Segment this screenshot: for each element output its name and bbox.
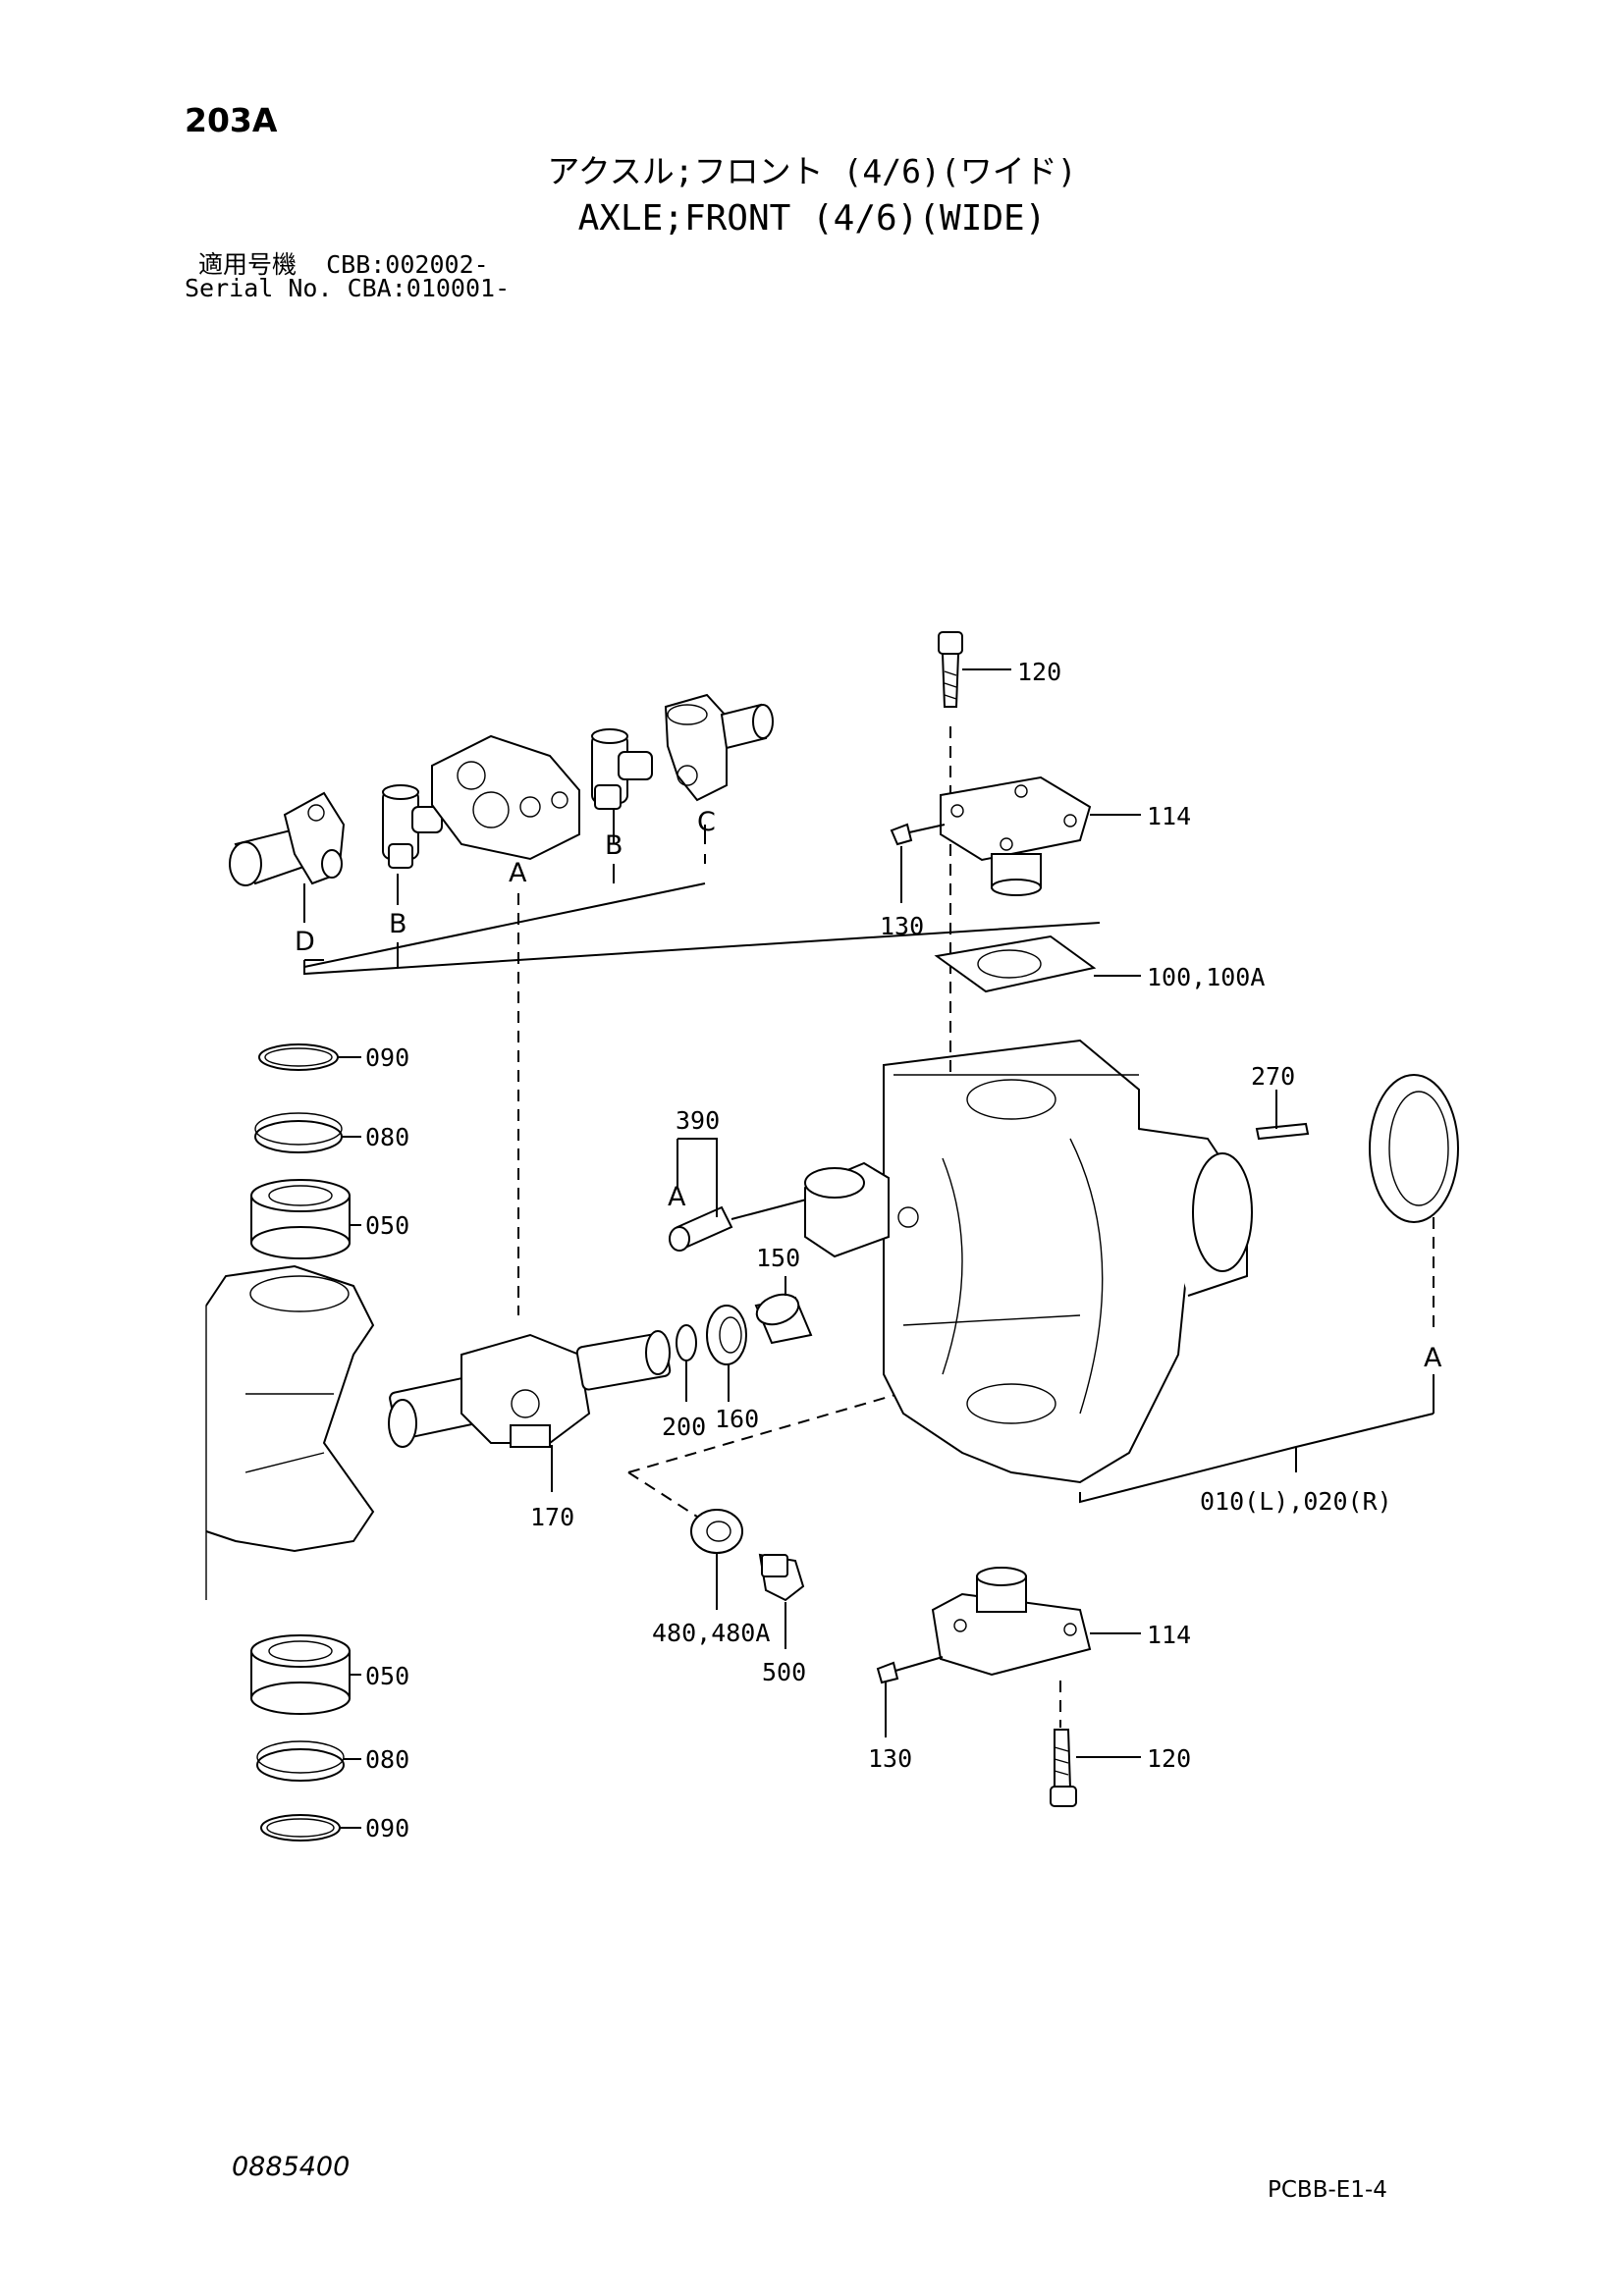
letter-a-390: A xyxy=(668,1182,686,1212)
callout-390: 390 xyxy=(676,1106,720,1135)
callout-114-top: 114 xyxy=(1147,802,1191,830)
page-title: AXLE;FRONT (4/6)(WIDE) xyxy=(577,198,1047,239)
ring-080-bottom xyxy=(256,1740,361,1782)
title-japanese: アクスル;フロント (4/6)(ワイド) xyxy=(547,152,1077,190)
joint-yoke-d xyxy=(229,791,346,886)
axle-housing-stub xyxy=(205,1264,375,1600)
callout-500: 500 xyxy=(762,1658,806,1686)
callout-080-bottom: 080 xyxy=(365,1745,409,1774)
ring-080-top xyxy=(254,1112,361,1153)
letter-b-2: B xyxy=(605,830,623,861)
callout-150: 150 xyxy=(756,1244,800,1272)
letter-d: D xyxy=(295,927,315,957)
grease-fitting-130-top xyxy=(890,823,946,903)
knuckle-housing xyxy=(804,1039,1253,1484)
document-number: 0885400 xyxy=(232,2152,351,2182)
callout-170: 170 xyxy=(530,1503,574,1531)
ring-090-top xyxy=(258,1043,361,1071)
callout-160: 160 xyxy=(715,1405,759,1433)
callout-050-top: 050 xyxy=(365,1211,409,1240)
washer-160 xyxy=(706,1305,747,1402)
callout-120-bottom: 120 xyxy=(1147,1744,1191,1773)
letter-b-1: B xyxy=(389,909,407,939)
joint-cross-b2 xyxy=(591,728,653,810)
cap-114-top xyxy=(940,775,1141,896)
snap-ring-200 xyxy=(676,1324,697,1402)
callout-100: 100,100A xyxy=(1147,963,1265,991)
callout-050-bottom: 050 xyxy=(365,1662,409,1690)
cross-shaft-170 xyxy=(388,1330,672,1448)
bearing-050-top xyxy=(250,1179,361,1259)
lock-nut xyxy=(1369,1074,1459,1223)
page-code: PCBB-E1-4 xyxy=(1268,2177,1387,2203)
callout-200: 200 xyxy=(662,1413,706,1441)
serial-number: Serial No. CBA:010001- xyxy=(185,274,511,302)
callout-080-top: 080 xyxy=(365,1123,409,1151)
bearing-050-bottom xyxy=(250,1634,361,1715)
bolt-500 xyxy=(758,1553,805,1649)
callout-090-bottom: 090 xyxy=(365,1814,409,1842)
joint-cross-b1 xyxy=(382,784,443,869)
page-id: 203A xyxy=(185,101,278,139)
callout-120-top: 120 xyxy=(1017,658,1061,686)
callout-130-top: 130 xyxy=(880,912,924,940)
callout-130-bottom: 130 xyxy=(868,1744,912,1773)
washer-480 xyxy=(690,1509,743,1610)
ring-090-bottom xyxy=(260,1814,361,1842)
grease-fitting-130-bottom xyxy=(876,1656,944,1737)
joint-center-housing-a xyxy=(431,734,580,861)
cap-114-bottom xyxy=(931,1567,1141,1677)
bolt-120-bottom xyxy=(1050,1729,1141,1807)
bolt-120-top xyxy=(938,631,1011,708)
serial-number-japanese: 適用号機 CBB:002002- xyxy=(198,250,489,279)
joint-yoke-c xyxy=(664,693,774,802)
gasket-100 xyxy=(934,934,1141,993)
callout-090-top: 090 xyxy=(365,1043,409,1072)
callout-114-bottom: 114 xyxy=(1147,1621,1191,1649)
callout-480: 480,480A xyxy=(652,1619,770,1647)
callout-270: 270 xyxy=(1251,1062,1295,1091)
callout-010-020: 010(L),020(R) xyxy=(1200,1487,1392,1516)
letter-c: C xyxy=(697,807,716,837)
pin-270 xyxy=(1255,1090,1310,1141)
letter-a-right: A xyxy=(1424,1343,1442,1373)
letter-a-joint: A xyxy=(509,858,527,888)
bushing-150 xyxy=(754,1276,813,1345)
